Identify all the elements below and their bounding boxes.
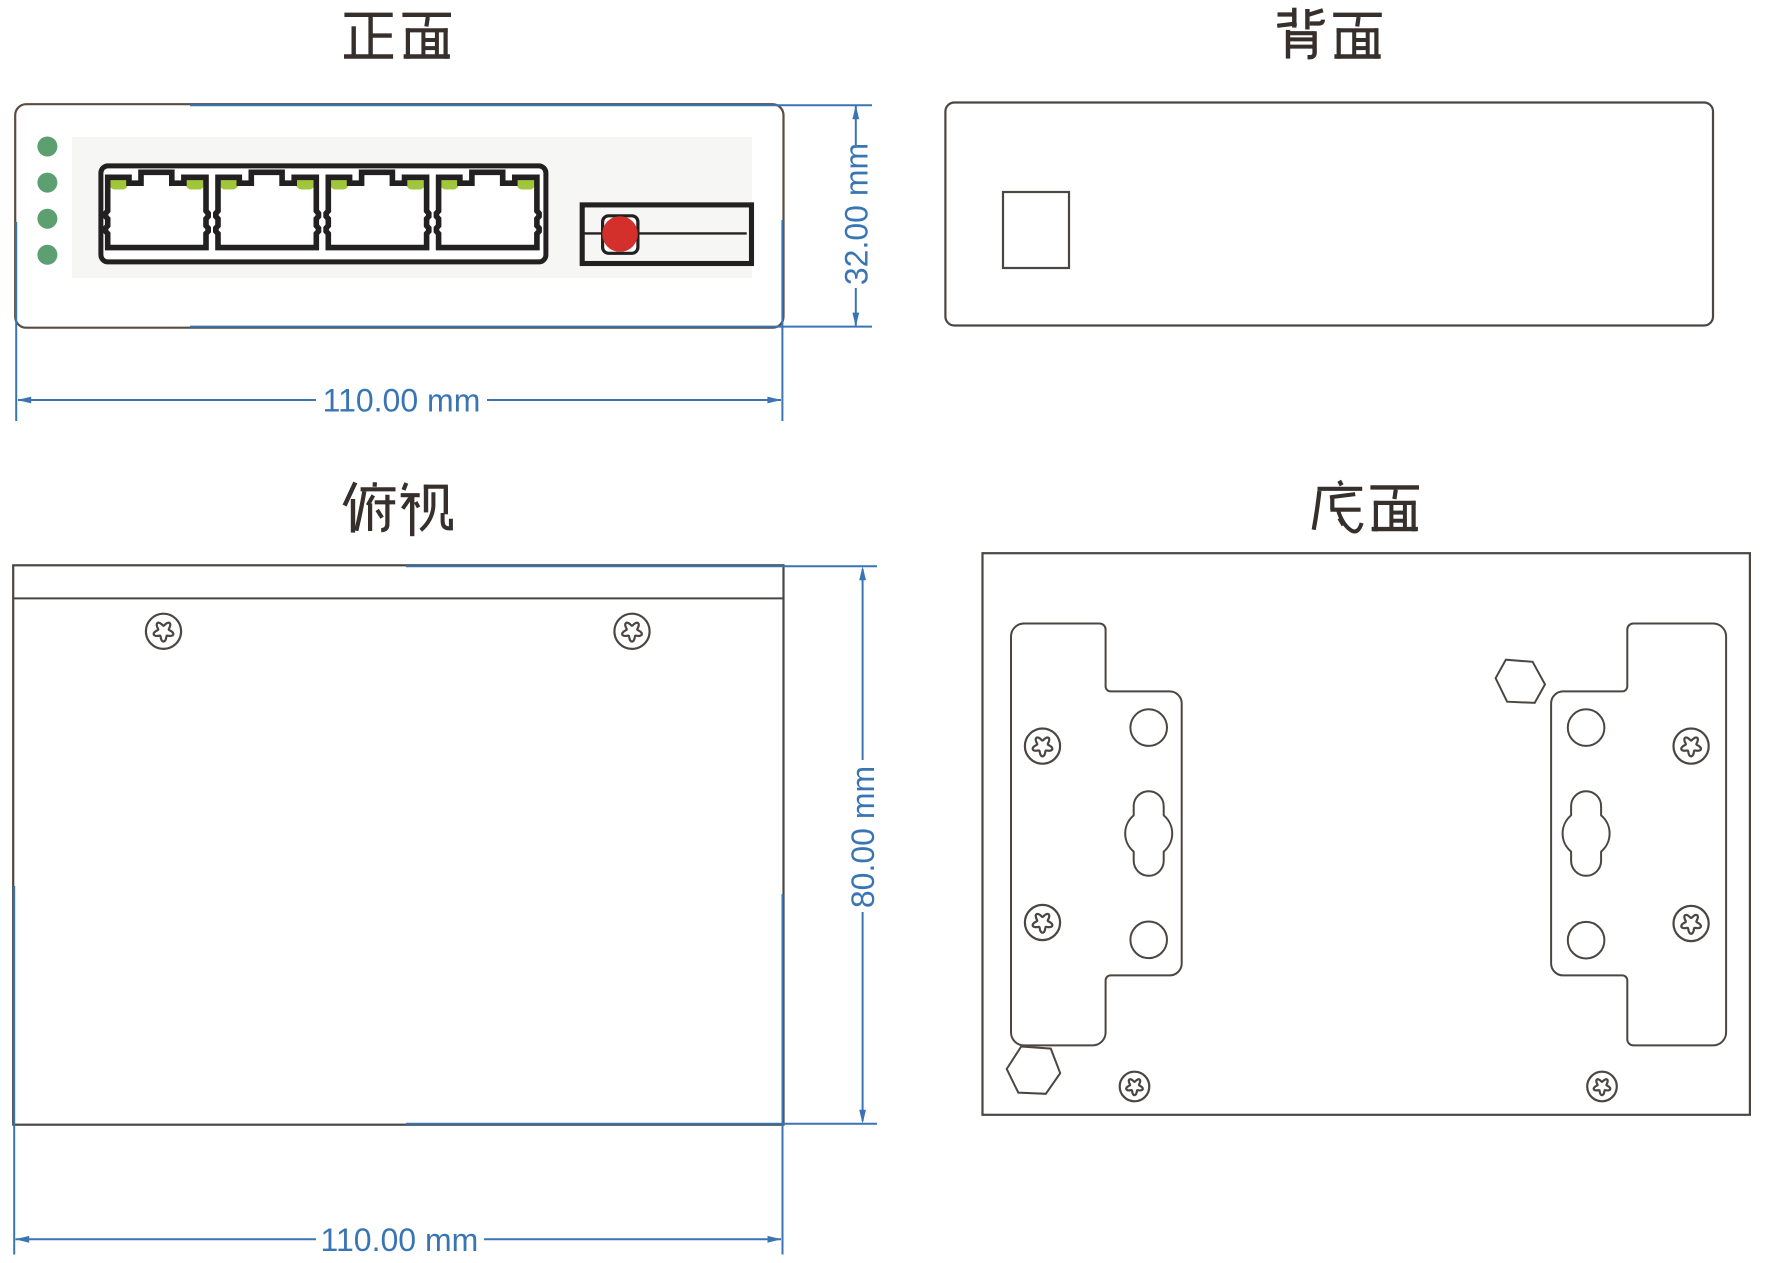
svg-text:80.00 mm: 80.00 mm — [845, 766, 881, 908]
svg-text:32.00 mm: 32.00 mm — [838, 143, 874, 285]
svg-text:110.00 mm: 110.00 mm — [323, 383, 481, 419]
svg-text:110.00 mm: 110.00 mm — [321, 1222, 479, 1258]
